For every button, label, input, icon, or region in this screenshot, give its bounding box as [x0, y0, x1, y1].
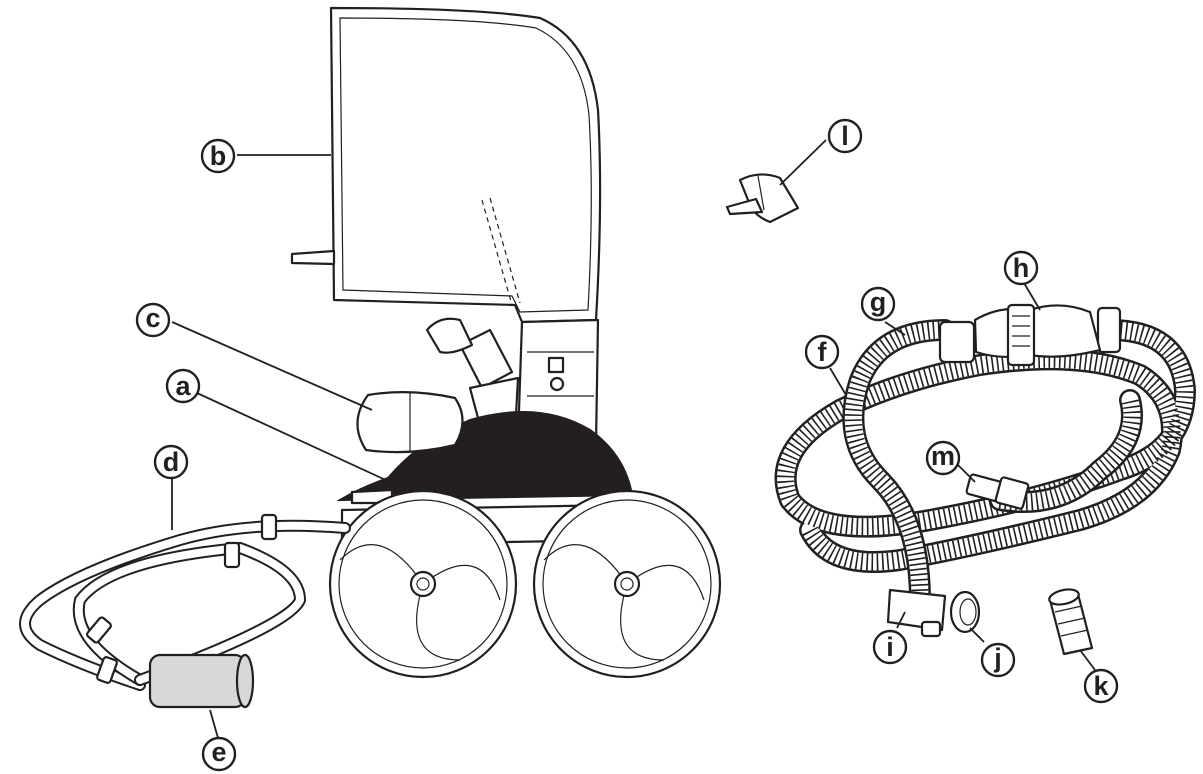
- leader-k: [1080, 650, 1095, 670]
- callout-i: i: [874, 631, 906, 663]
- callout-h: h: [1005, 252, 1037, 284]
- callout-m: m: [927, 441, 959, 474]
- right-wheel: [534, 491, 720, 677]
- callout-f-label: f: [818, 337, 828, 367]
- callout-a-label: a: [175, 371, 191, 401]
- quick-disconnect: [951, 592, 979, 632]
- leader-l: [780, 140, 826, 185]
- leader-f: [830, 368, 846, 395]
- leader-j: [970, 628, 984, 642]
- hose-clip: [727, 174, 798, 222]
- mast-slot: [549, 358, 563, 372]
- callout-k-label: k: [1093, 671, 1109, 701]
- callout-k: k: [1085, 670, 1117, 702]
- callout-d: d: [155, 446, 187, 478]
- callout-g: g: [862, 287, 894, 320]
- filter-screen: [1048, 587, 1092, 654]
- callout-c: c: [137, 303, 169, 336]
- callout-e: e: [203, 737, 235, 770]
- callout-b-label: b: [210, 141, 227, 171]
- callout-e-label: e: [211, 737, 226, 767]
- float: [357, 392, 462, 452]
- callout-l: l: [829, 120, 861, 152]
- callout-d-label: d: [163, 447, 180, 477]
- callout-l-label: l: [841, 121, 849, 151]
- callout-a: a: [167, 370, 199, 402]
- feed-hose: [786, 330, 1185, 600]
- callout-g-label: g: [870, 287, 887, 317]
- callout-c-label: c: [145, 303, 160, 333]
- leader-e: [210, 710, 218, 738]
- tail-scrubber: [150, 655, 253, 707]
- callout-b: b: [202, 140, 234, 172]
- callout-f: f: [806, 336, 838, 368]
- universal-wall-fitting: [888, 590, 945, 636]
- callout-h-label: h: [1013, 253, 1030, 283]
- debris-bag: [292, 8, 600, 322]
- callout-j: j: [982, 643, 1014, 676]
- callout-i-label: i: [886, 632, 894, 662]
- callout-m-label: m: [931, 441, 955, 471]
- callout-j-label: j: [993, 643, 1002, 673]
- mast-hole: [551, 378, 563, 390]
- leader-c: [172, 322, 372, 410]
